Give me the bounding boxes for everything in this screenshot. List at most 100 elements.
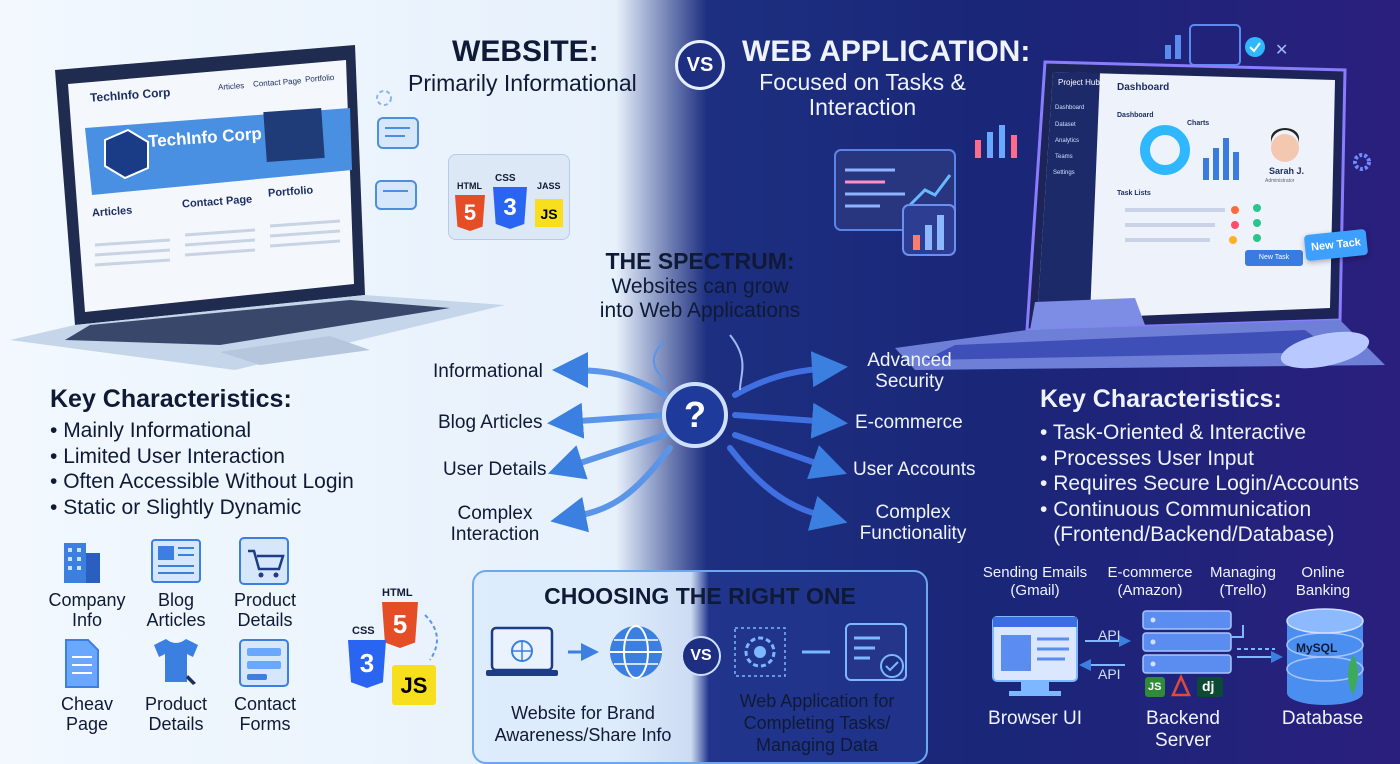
new-task-button[interactable]: New Task (1245, 250, 1303, 266)
stack-js-icon: JS (392, 665, 436, 705)
spectrum-advanced-security: Advanced Security (867, 350, 952, 392)
app-user-name: Sarah J. (1269, 166, 1305, 176)
left-char-item: • Mainly Informational (50, 419, 252, 442)
api-label-2: API (1098, 666, 1121, 682)
form-icon (239, 639, 289, 687)
icon-label-contact-forms: Contact Forms (233, 694, 297, 734)
spectrum-title: THE SPECTRUM: (605, 248, 795, 274)
framework-js-label: JS (1148, 681, 1162, 693)
spectrum-informational: Informational (433, 361, 543, 382)
app-card-dashboard: Dashboard (1117, 112, 1154, 119)
right-char-item: • Requires Secure Login/Accounts (1040, 472, 1360, 495)
js-icon: JS (535, 199, 563, 227)
right-char-item: • Continuous Communication (Frontend/Bac… (1040, 497, 1335, 547)
code-window-icon (834, 149, 956, 256)
spectrum-arrows (547, 334, 848, 533)
choosing-left-caption: Website for Brand Awareness/Share Info (494, 703, 672, 745)
app-menu-dataset[interactable]: Dataset (1055, 122, 1076, 128)
building-icon (64, 543, 100, 583)
bar-chart-icon (975, 125, 1017, 158)
webapp-title: WEB APPLICATION: (742, 35, 1031, 68)
left-characteristics-list: • Mainly Informational • Limited User In… (50, 418, 354, 520)
icon-label-product-details-2: Product Details (144, 694, 208, 734)
icon-label-cheav-page: Cheav Page (60, 694, 114, 734)
new-task-button-label: New Task (1258, 254, 1290, 261)
choosing-right-caption: Web Application for Completing Tasks/ Ma… (739, 691, 895, 755)
app-user-role: Administrator (1265, 178, 1295, 184)
stack-html5-icon: 5 (382, 602, 418, 648)
spectrum-user-details: User Details (443, 459, 547, 480)
vs-badge-top: VS (675, 40, 725, 90)
api-label-1: API (1098, 627, 1121, 643)
chat-bubble-icon (375, 90, 419, 210)
webapp-laptop: Project Hub Dashboard Dashboard Dataset … (895, 40, 1385, 380)
right-key-title: Key Characteristics: (1040, 385, 1282, 413)
stack-css3-icon: 3 (348, 640, 386, 688)
browser-globe-icon (486, 626, 558, 676)
left-char-item: • Often Accessible Without Login (50, 470, 354, 493)
webapp-subtitle: Focused on Tasks & Interaction (759, 69, 966, 120)
stack-badges: HTML CSS 5 3 JS (340, 585, 450, 715)
new-task-tag-label: New Tack (1310, 236, 1362, 254)
spectrum-subtitle: Websites can grow into Web Applications (599, 275, 801, 322)
icon-label-product-details: Product Details (233, 590, 297, 630)
spectrum-ecommerce: E-commerce (855, 412, 963, 433)
database-icon (1286, 608, 1364, 705)
left-icon-grid (64, 537, 289, 688)
app-page-title: Dashboard (1117, 82, 1170, 93)
app-menu-dashboard[interactable]: Dashboard (1055, 105, 1085, 111)
question-mark: ? (684, 394, 706, 435)
html-badge-label: HTML (457, 181, 482, 191)
app-menu-settings[interactable]: Settings (1053, 170, 1075, 176)
stack-js-label: JS (400, 673, 428, 698)
css-badge-label: CSS (495, 173, 516, 184)
analytics-icon: ✕ (1165, 24, 1288, 66)
laptop-nav-articles[interactable]: Articles (217, 81, 245, 92)
svg-text:✕: ✕ (1275, 42, 1288, 59)
choosing-title: CHOOSING THE RIGHT ONE (544, 583, 856, 609)
arch-backend-label: Backend Server (1146, 708, 1220, 751)
spectrum-complex-interaction: Complex Interaction (450, 503, 540, 545)
choosing-vs-label: VS (690, 647, 712, 664)
app-name: Project Hub (1058, 78, 1100, 87)
backend-server-icon (1142, 610, 1232, 697)
example-trello: Managing (Trello) (1210, 564, 1276, 599)
choosing-icons (486, 623, 907, 681)
spectrum-blog-articles: Blog Articles (438, 412, 543, 433)
icon-label-blog-articles: Blog Articles (146, 590, 206, 630)
app-card-charts: Charts (1187, 120, 1210, 127)
website-laptop-illustration (10, 45, 505, 370)
stack-cycle-arrows (424, 614, 438, 661)
website-title: WEBSITE: (452, 35, 599, 68)
website-subtitle: Primarily Informational (408, 70, 637, 96)
choosing-vs-badge: VS (681, 636, 721, 676)
left-char-item: • Limited User Interaction (50, 444, 285, 468)
right-char-item: • Processes User Input (1040, 446, 1254, 470)
vs-label: VS (686, 54, 714, 76)
task-window-icon (845, 623, 907, 681)
tshirt-icon (154, 639, 198, 685)
document-icon (65, 639, 99, 688)
architecture-diagram (992, 608, 1364, 705)
mysql-label: MySQL (1296, 641, 1338, 655)
website-laptop: TechInfo Corp Articles Contact Page Port… (10, 40, 510, 380)
code-badge-panel: HTML CSS JASS 5 3 JS (448, 154, 570, 240)
js-badge-label: JASS (537, 181, 561, 191)
right-char-item: • Task-Oriented & Interactive (1040, 421, 1307, 444)
spectrum-user-accounts: User Accounts (853, 459, 976, 480)
spectrum-complex-functionality: Complex Functionality (859, 502, 967, 544)
example-amazon: E-commerce (Amazon) (1107, 564, 1193, 599)
stack-css-label: CSS (352, 625, 375, 637)
app-menu-teams[interactable]: Teams (1055, 154, 1073, 160)
right-characteristics-list: • Task-Oriented & Interactive • Processe… (1040, 420, 1359, 548)
gear-network-icon (734, 627, 786, 677)
arch-database-label: Database (1281, 708, 1364, 729)
arch-browser-label: Browser UI (988, 708, 1082, 729)
css3-icon: 3 (493, 187, 527, 229)
app-menu-analytics[interactable]: Analytics (1055, 138, 1080, 144)
stack-html-label: HTML (382, 587, 413, 599)
html5-icon: 5 (455, 195, 485, 231)
framework-dj-label: dj (1202, 678, 1215, 694)
gear-icon (1353, 153, 1371, 171)
spectrum-center-question: ? (662, 382, 728, 448)
